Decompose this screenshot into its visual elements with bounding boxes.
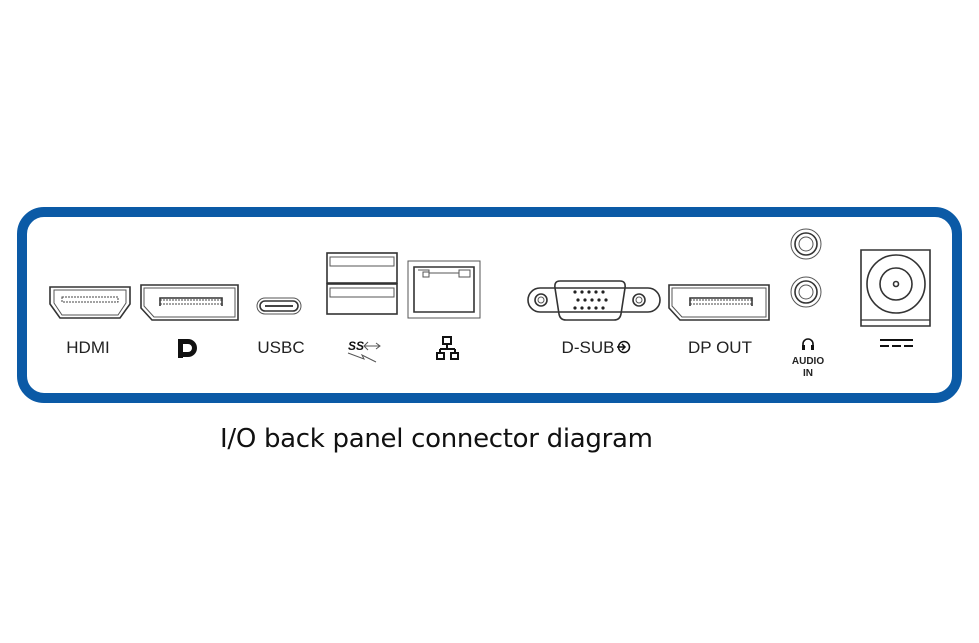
panel-border bbox=[17, 207, 962, 403]
displayport-logo-icon bbox=[178, 339, 197, 358]
input-icon bbox=[617, 340, 631, 354]
dp-out-port bbox=[668, 284, 770, 321]
hdmi-label: HDMI bbox=[66, 338, 109, 357]
audio-label-line1: AUDIO bbox=[792, 356, 824, 367]
headphone-icon bbox=[802, 338, 814, 350]
usbc-label: USBC bbox=[257, 338, 304, 357]
dc-symbol-icon bbox=[880, 339, 913, 347]
vga-port bbox=[527, 280, 661, 321]
usbc-port bbox=[256, 297, 302, 315]
dp-out-label: DP OUT bbox=[688, 338, 752, 357]
ethernet-port bbox=[407, 260, 481, 319]
audio-label-line2: IN bbox=[803, 368, 813, 379]
displayport-port bbox=[140, 284, 239, 321]
usb-superspeed-charging-icon: SS bbox=[347, 339, 381, 363]
vga-label: D-SUB bbox=[562, 338, 615, 357]
svg-text:SS: SS bbox=[348, 339, 364, 353]
network-icon bbox=[436, 336, 459, 360]
diagram-caption: I/O back panel connector diagram bbox=[220, 424, 653, 454]
hdmi-port bbox=[49, 286, 131, 319]
audio-jacks bbox=[790, 228, 822, 308]
dc-power-port bbox=[860, 249, 931, 327]
usb-a-ports bbox=[326, 252, 398, 315]
